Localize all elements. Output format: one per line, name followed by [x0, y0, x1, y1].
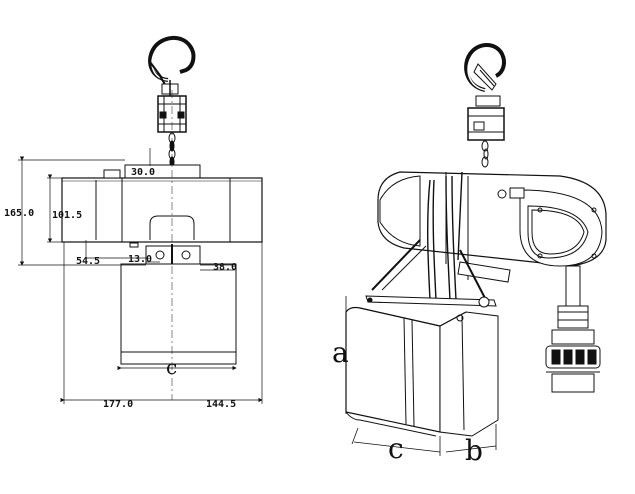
- front-view: [18, 36, 263, 404]
- iso-motor-housing: [377, 171, 607, 283]
- dim-30: 30.0: [131, 167, 155, 178]
- iso-view: [345, 43, 607, 456]
- dim-38: 38.0: [213, 262, 237, 273]
- dim-c-front: c: [166, 355, 177, 379]
- front-hook: [148, 36, 196, 96]
- dim-165: 165.0: [4, 208, 34, 219]
- front-chain-bag: [120, 263, 237, 365]
- label-a: a: [332, 336, 349, 369]
- dim-177: 177.0: [103, 399, 133, 410]
- dim-101: 101.5: [52, 210, 82, 221]
- dim-54: 54.5: [76, 256, 100, 267]
- dim-13: 13.0: [128, 254, 152, 265]
- iso-swivel: [467, 107, 505, 141]
- label-b: b: [465, 434, 483, 467]
- iso-hook: [464, 43, 506, 107]
- dim-144: 144.5: [206, 399, 236, 410]
- iso-chain-falls: [427, 171, 463, 301]
- iso-chain-bag: [345, 295, 499, 437]
- iso-power-connector: [545, 265, 601, 393]
- label-c-iso: c: [388, 432, 404, 465]
- front-motor-body: [61, 177, 263, 243]
- iso-upper-chain: [481, 140, 489, 168]
